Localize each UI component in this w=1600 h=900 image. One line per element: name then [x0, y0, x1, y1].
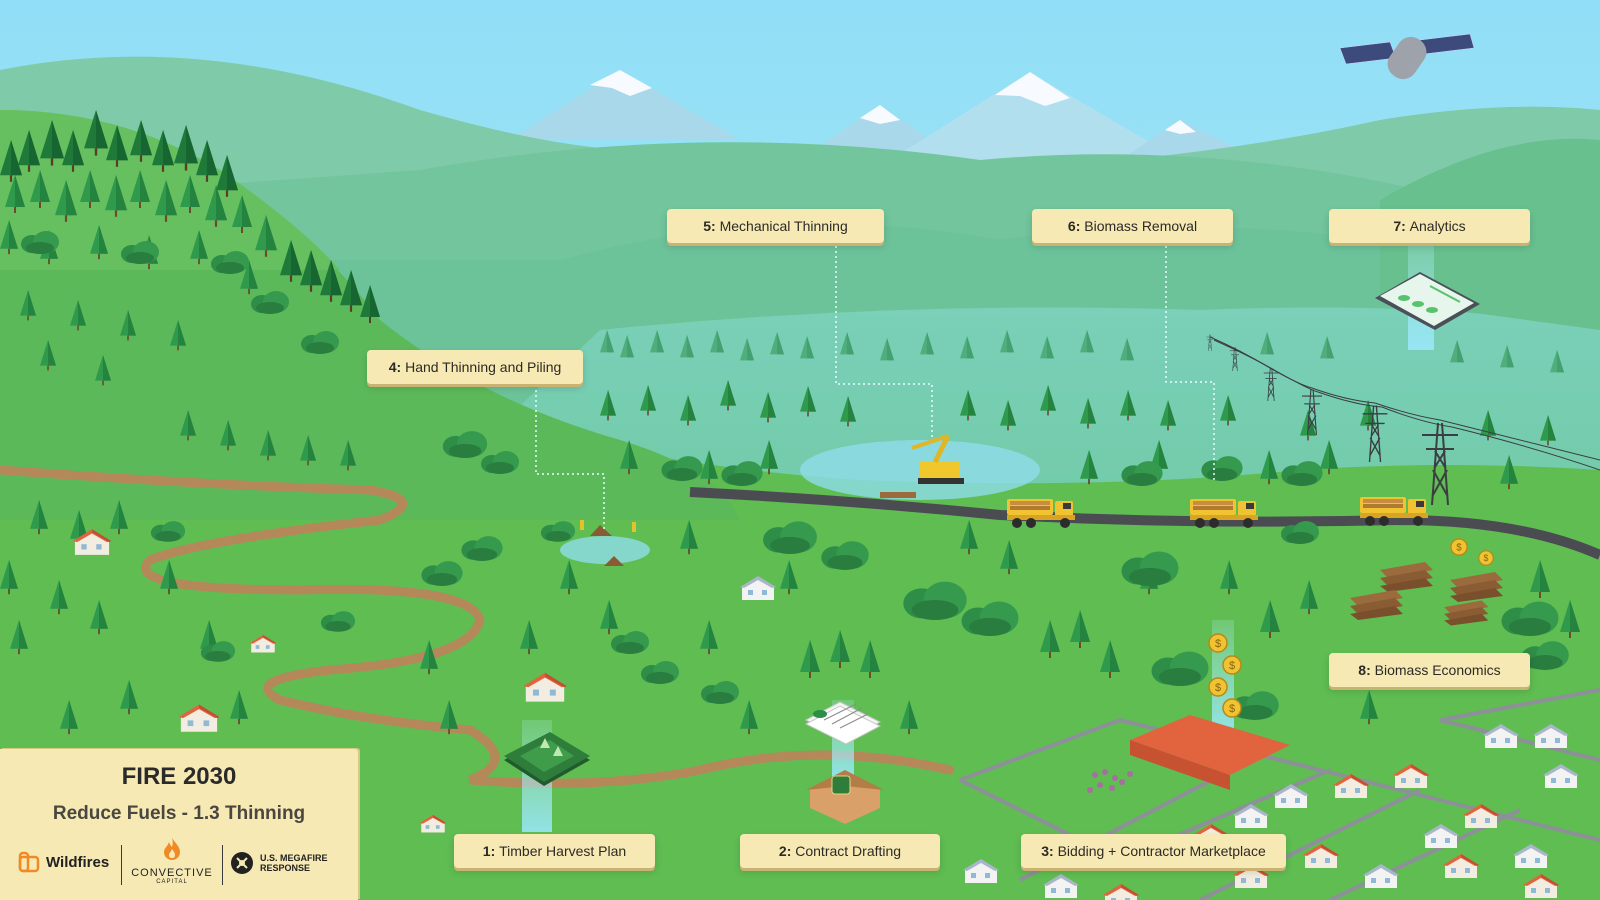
leader-lines — [535, 246, 1215, 530]
satellite-icon — [1339, 33, 1475, 80]
title-card: FIRE 2030 Reduce Fuels - 1.3 Thinning Wi… — [0, 749, 358, 900]
step-label-analytics[interactable]: 7: Analytics — [1329, 209, 1530, 243]
convective-capital-logo: CONVECTIVE CAPITAL — [124, 837, 220, 885]
coin-icon — [1450, 538, 1468, 556]
coin-icon — [1222, 655, 1242, 675]
step-label-mechanical-thinning[interactable]: 5: Mechanical Thinning — [667, 209, 884, 243]
power-lines — [1206, 334, 1600, 505]
wildfires-logo-icon — [18, 851, 40, 873]
contract-document-icon — [804, 701, 882, 745]
step-label-biomass-economics[interactable]: 8: Biomass Economics — [1329, 653, 1530, 687]
step-label-contract-drafting[interactable]: 2: Contract Drafting — [740, 834, 940, 868]
town — [959, 688, 1600, 900]
coin-icon — [1208, 633, 1228, 653]
megafire-emblem-icon — [231, 852, 253, 874]
highway — [689, 487, 1600, 560]
page-title: FIRE 2030 — [121, 763, 237, 790]
flame-icon — [164, 838, 180, 860]
page-subtitle: Reduce Fuels - 1.3 Thinning — [52, 803, 306, 824]
ranger-station-icon — [806, 770, 884, 824]
step-label-hand-thinning-and-piling[interactable]: 4: Hand Thinning and Piling — [367, 350, 583, 384]
wildfires-logo: Wildfires — [18, 851, 109, 873]
logo-divider — [121, 845, 122, 885]
tablet-icon — [1375, 272, 1480, 330]
map-book-icon — [504, 732, 590, 786]
logo-divider — [222, 845, 223, 885]
excavator-icon — [880, 434, 964, 498]
coin-icon — [1208, 677, 1228, 697]
step-label-bidding-contractor-marketplace[interactable]: 3: Bidding + Contractor Marketplace — [1021, 834, 1286, 868]
partner-logos: Wildfires CONVECTIVE CAPITAL U.S. MEGAFI… — [14, 837, 344, 893]
step-label-timber-harvest-plan[interactable]: 1: Timber Harvest Plan — [454, 834, 655, 868]
megafire-response-logo: U.S. MEGAFIRE RESPONSE — [230, 851, 340, 875]
hand-thinning-clearing — [560, 536, 650, 564]
step-label-biomass-removal[interactable]: 6: Biomass Removal — [1032, 209, 1233, 243]
coin-icon — [1222, 698, 1242, 718]
coin-icon — [1478, 550, 1494, 566]
